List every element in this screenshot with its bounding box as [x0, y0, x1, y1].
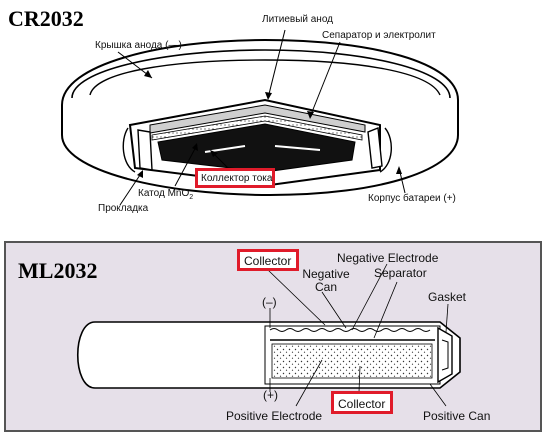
ml2032-label-plus: (+) [263, 388, 278, 402]
ml2032-label-positive-can: Positive Can [423, 409, 491, 423]
cr2032-cathode-layer [157, 123, 356, 173]
ml2032-label-negative-electrode: Negative Electrode [337, 251, 439, 265]
cr2032-label-cathode: Катод MnO2 [138, 188, 194, 201]
ml2032-label-minus: (–) [262, 295, 277, 309]
cr2032-label-anode-cap: Крышка анода (—) [95, 40, 182, 51]
ml2032-label-positive-electrode: Positive Electrode [226, 409, 323, 423]
ml2032-label-collector-top: Collector [237, 249, 299, 271]
ml2032-title: ML2032 [18, 258, 98, 283]
cr2032-label-separator-electrolyte: Сепаратор и электролит [322, 30, 436, 41]
ml2032-label-gasket: Gasket [428, 290, 467, 304]
ml2032-gasket [437, 326, 453, 384]
cr2032-gasket-right [367, 127, 383, 169]
cr2032-separator-layer [151, 115, 363, 141]
ml2032-label-separator: Separator [374, 266, 427, 280]
cr2032-label-lithium-anode: Литиевый анод [262, 14, 334, 25]
cr2032-cell-drawing [61, 29, 459, 206]
cr2032-top-rim [71, 49, 451, 99]
cr2032-label-collector: Коллектор тока [195, 168, 275, 188]
cr2032-gasket-left [137, 129, 153, 171]
ml2032-label-collector-bottom: Collector [331, 391, 393, 414]
cr2032-label-battery-case: Корпус батареи (+) [368, 193, 456, 204]
ml2032-negative-electrode [269, 328, 431, 332]
cr2032-label-gasket: Прокладка [98, 203, 149, 214]
cr2032-label-cathode-subscript: 2 [189, 194, 194, 201]
ml2032-positive-electrode [271, 343, 433, 379]
cr2032-title: CR2032 [8, 6, 84, 31]
ml2032-label-negative-can: Negative Can [302, 267, 350, 294]
cr2032-inner-rim [89, 59, 441, 96]
